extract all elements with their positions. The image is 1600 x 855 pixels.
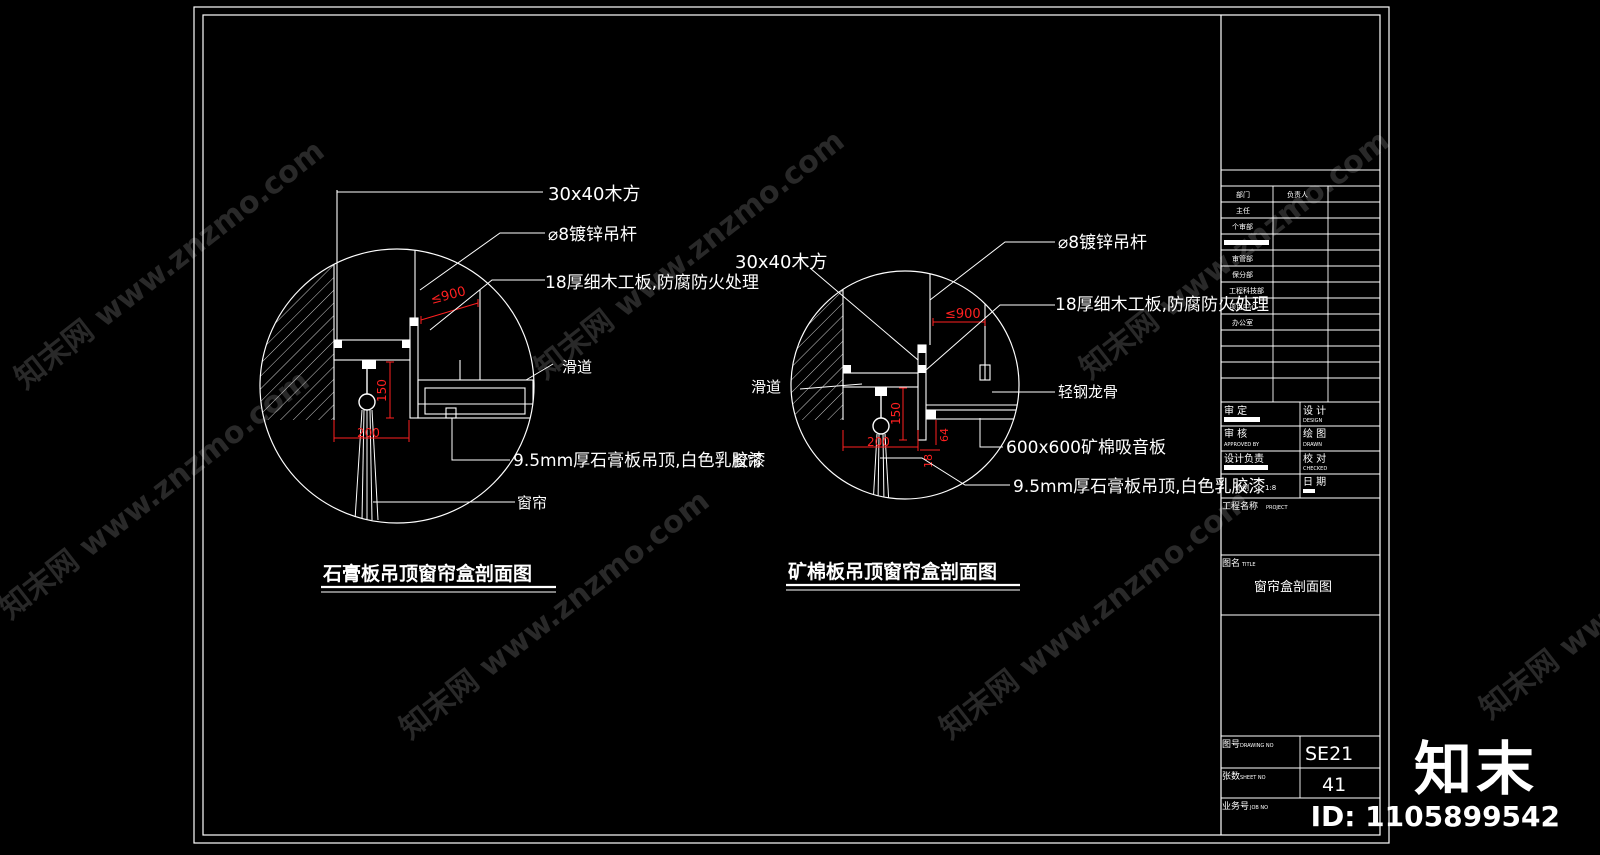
tb-drawing-name-label: 图名 [1222, 557, 1240, 569]
tb-check-en: APPROVED BY [1224, 442, 1260, 448]
tb-date-redacted [1303, 489, 1315, 493]
tb-sheet-no-en: SHEET NO [1240, 775, 1266, 781]
tb-sheet-no: 41 [1322, 774, 1346, 796]
label-keel: 轻钢龙骨 [1058, 383, 1118, 401]
tb-scale-label: 比例 [1235, 483, 1249, 492]
tb-drawing-name-en: TITLE [1241, 562, 1256, 568]
tb-drawing-no-label: 图号 [1222, 739, 1240, 750]
dim-height: 150 [375, 379, 389, 402]
tb-verify-en: CHECKED [1303, 466, 1327, 472]
tb-dept-header: 部门 [1236, 190, 1250, 199]
tb-approve-redacted [1224, 417, 1260, 422]
label-gypsum: 9.5mm厚石膏板吊顶,白色乳胶漆 [513, 450, 766, 471]
tb-drawing-no: SE21 [1305, 743, 1353, 765]
dim-small2: 18 [922, 454, 935, 468]
title-block: 部门 负责人 主任 个审部 审管部 保分部 工程科技部 项目中心 办公室 审 定… [1221, 169, 1380, 812]
tb-owner-header: 负责人 [1287, 190, 1308, 199]
dim-width-right: 200 [867, 435, 890, 449]
detail-right: ≤900 150 200 64 18 30x40木方 ⌀8镀锌吊杆 18厚细木工… [735, 233, 1269, 591]
detail-title-right: 矿棉板吊顶窗帘盒剖面图 [788, 560, 997, 583]
tb-lead-redacted [1224, 465, 1268, 470]
label-track-right: 滑道 [751, 378, 781, 396]
tb-dept-1: 主任 [1236, 206, 1250, 215]
tb-job-no-en: JOB NO [1249, 805, 1268, 811]
label-curtain-inline: 窗帘 [732, 452, 762, 470]
tb-draw-en: DRAWN [1303, 442, 1322, 448]
tb-drawing-name: 窗帘盒剖面图 [1254, 579, 1332, 595]
label-rod-right: ⌀8镀锌吊杆 [1058, 233, 1147, 253]
watermark-text: 知末网 www.znzmo.com [933, 483, 1256, 746]
watermark-text: 知末网 www.znzmo.com [393, 483, 716, 746]
tb-dept-4: 审管部 [1232, 254, 1253, 263]
tb-project: 工程名称 [1222, 500, 1258, 512]
tb-check: 审 核 [1224, 427, 1247, 440]
tb-approve: 审 定 [1224, 404, 1247, 417]
label-curtain: 窗帘 [517, 494, 547, 512]
tb-verify: 校 对 [1303, 452, 1326, 465]
tb-dept-7: 项目中心 [1229, 302, 1257, 311]
tb-drawing-no-en: DRAWING NO [1240, 743, 1274, 749]
label-board-right: 18厚细木工板,防腐防火处理 [1055, 295, 1269, 315]
tb-job-no-label: 业务号 [1222, 800, 1249, 812]
watermarks: 知末网 www.znzmo.com 知末网 www.znzmo.com 知末网 … [0, 123, 1600, 746]
tb-scale: 1:8 [1265, 484, 1276, 492]
detail-title-left: 石膏板吊顶窗帘盒剖面图 [322, 562, 532, 585]
sheet-frame [193, 6, 1390, 844]
label-gypsum-right: 9.5mm厚石膏板吊顶,白色乳胶漆 [1013, 476, 1266, 497]
tb-design: 设 计 [1303, 404, 1326, 417]
tb-design-en: DESIGN [1303, 418, 1323, 424]
dim-height-right: 150 [889, 402, 903, 425]
tb-dept-8: 办公室 [1232, 318, 1253, 327]
tb-draw: 绘 图 [1303, 427, 1326, 440]
label-rod: ⌀8镀锌吊杆 [548, 225, 637, 245]
dim-small1: 64 [938, 428, 951, 442]
tb-project-en: PROJECT [1266, 505, 1289, 511]
label-mineral: 600x600矿棉吸音板 [1006, 438, 1166, 458]
tb-dept-redacted [1224, 240, 1269, 245]
label-board: 18厚细木工板,防腐防火处理 [545, 273, 759, 293]
label-wood: 30x40木方 [548, 184, 640, 205]
brand-logo: 知末 [1413, 735, 1538, 803]
watermark-text: 知末网 www.znzmo.com [1473, 463, 1600, 726]
label-wood-right: 30x40木方 [735, 252, 827, 273]
tb-dept-2: 个审部 [1232, 222, 1253, 231]
dim-spacing-right: ≤900 [945, 307, 981, 322]
image-id: ID: 1105899542 [1310, 800, 1560, 833]
tb-sheet-no-label: 张数 [1222, 770, 1240, 782]
tb-design-lead: 设计负责 [1224, 452, 1264, 465]
label-track: 滑道 [562, 358, 592, 376]
dim-width: 200 [357, 426, 380, 440]
tb-date: 日 期 [1303, 476, 1326, 488]
tb-dept-5: 保分部 [1232, 270, 1253, 279]
tb-dept-6: 工程科技部 [1229, 286, 1264, 295]
